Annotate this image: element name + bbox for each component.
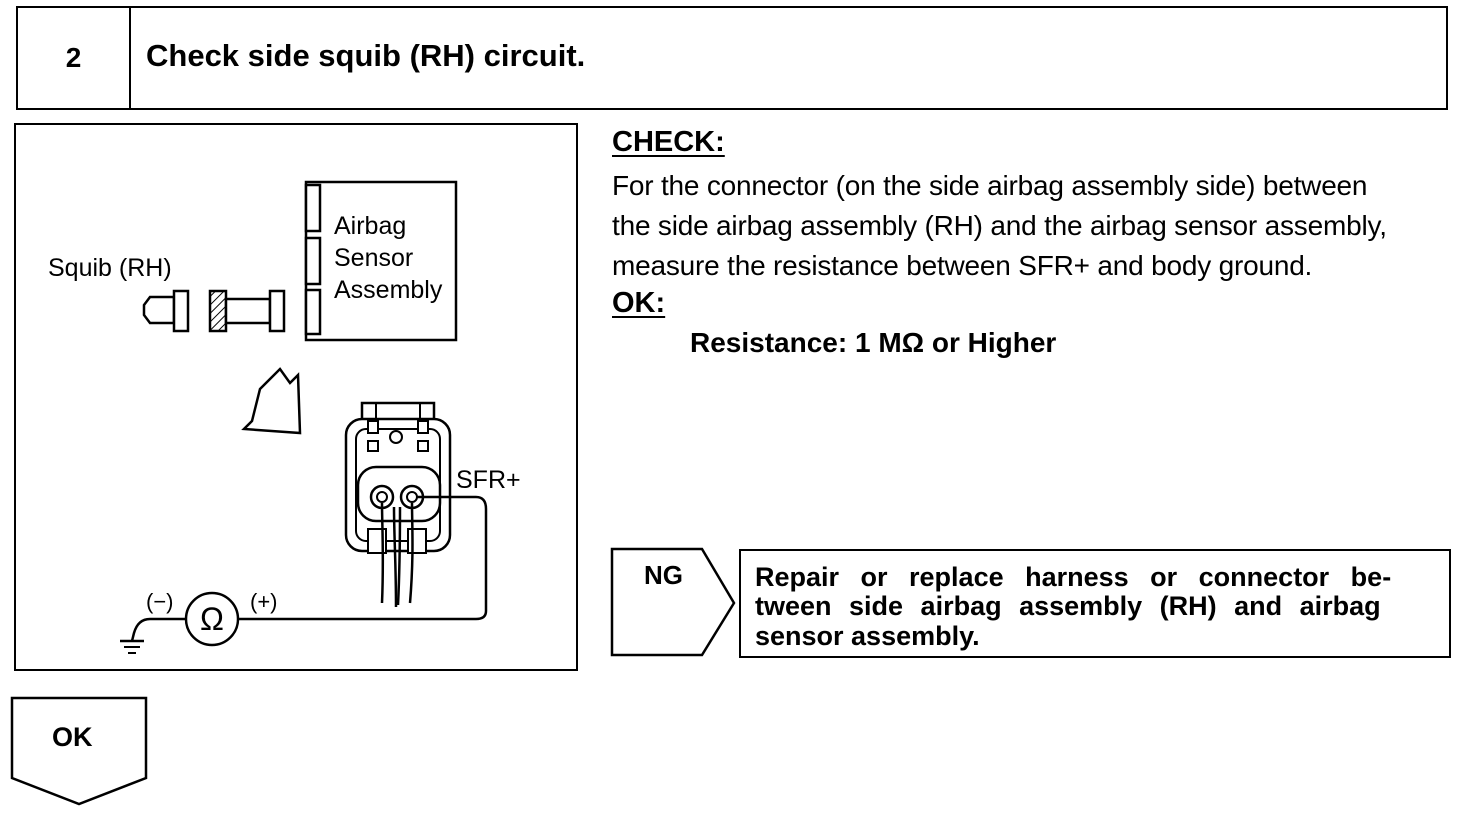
ng-action-line: sensor assembly. [755, 621, 980, 651]
ohmmeter-symbol: Ω [200, 601, 224, 637]
ng-action-box: Repair or replace harness or connector b… [739, 549, 1451, 658]
check-text-line: measure the resistance between SFR+ and … [612, 250, 1313, 281]
step-number: 2 [18, 8, 131, 108]
ng-arrow-icon [610, 547, 736, 657]
squib-plug-body [142, 295, 176, 325]
squib-plug-flange [172, 289, 190, 333]
sensor-label-line-2: Sensor [334, 244, 413, 272]
test-lead-positive [234, 495, 488, 621]
sensor-label-line-3: Assembly [334, 276, 443, 304]
terminal-label: SFR+ [456, 466, 521, 494]
step-title: Check side squib (RH) circuit. [146, 38, 586, 73]
check-text-line: the side airbag assembly (RH) and the ai… [612, 210, 1387, 241]
inspection-diagram: Airbag Sensor Assembly Squib (RH) [14, 123, 578, 671]
ng-action-line: Repair or replace harness or connector b… [755, 562, 1392, 592]
ok-arrow-icon [10, 696, 148, 806]
ng-action-line: tween side airbag assembly (RH) and airb… [755, 591, 1381, 621]
sensor-assembly-box [304, 180, 458, 342]
harness-connector-flange [268, 289, 286, 333]
step-header: 2 Check side squib (RH) circuit. [16, 6, 1448, 110]
view-direction-arrow [241, 367, 302, 435]
sensor-pin-1 [304, 183, 322, 233]
check-text-line: For the connector (on the side airbag as… [612, 170, 1368, 201]
harness-connector-hatched [208, 289, 228, 333]
ng-label: NG [644, 560, 683, 590]
check-heading: CHECK: [612, 126, 725, 158]
squib-label: Squib (RH) [48, 254, 172, 282]
ok-heading: OK: [612, 287, 666, 319]
meter-plus-label: (+) [250, 589, 278, 614]
resistance-spec: Resistance: 1 MΩ or Higher [690, 327, 1057, 358]
sensor-pin-2 [304, 236, 322, 286]
body-ground-symbol [120, 639, 144, 654]
test-lead-negative [130, 617, 186, 642]
meter-minus-label: (−) [146, 589, 174, 614]
harness-connector-body [224, 297, 272, 325]
sensor-label-line-1: Airbag [334, 212, 406, 240]
sensor-pin-3 [304, 288, 322, 336]
diagram-illustration: Airbag Sensor Assembly Squib (RH) [48, 180, 521, 654]
ok-branch-label: OK [52, 722, 93, 752]
connector-face [344, 401, 452, 608]
